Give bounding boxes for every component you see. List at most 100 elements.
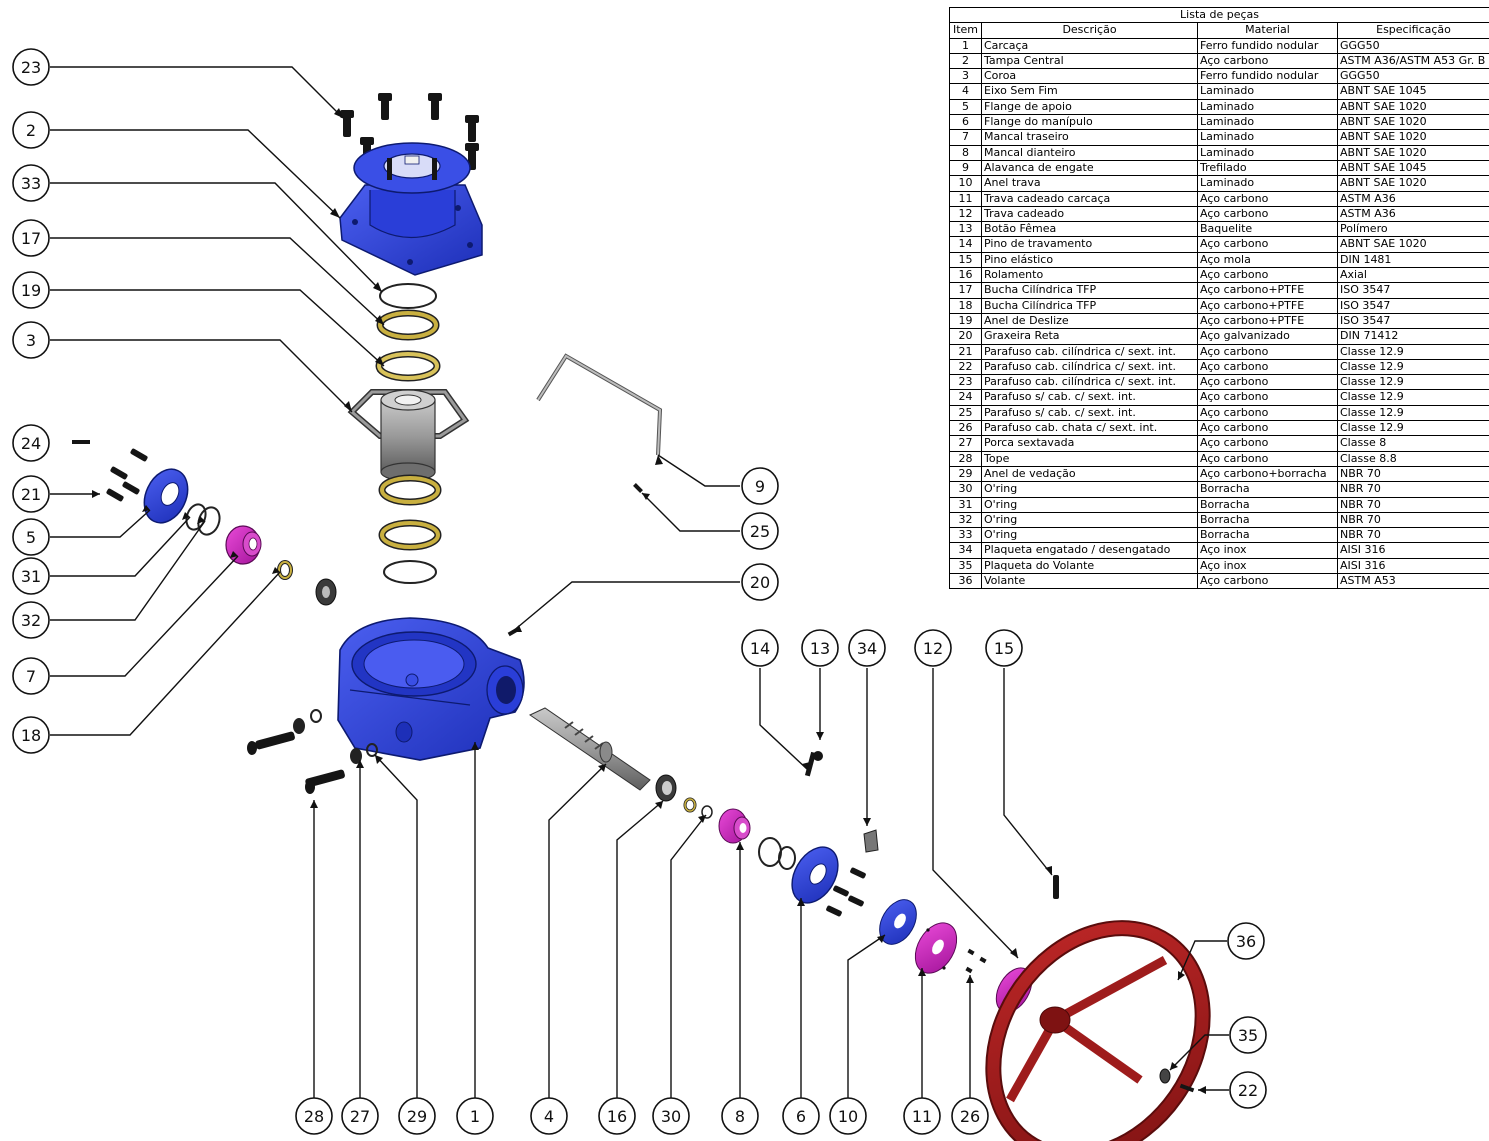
balloon-circle xyxy=(985,629,1023,667)
bearing-16 xyxy=(655,774,677,802)
balloon-27: 27 xyxy=(341,1097,379,1135)
item-material: Laminado xyxy=(1197,83,1338,100)
set-screw-25 xyxy=(633,483,643,493)
item-description: Pino de travamento xyxy=(981,236,1198,253)
balloon-19: 19 xyxy=(12,271,50,309)
balloon-number: 4 xyxy=(544,1107,554,1126)
item-specification: Classe 12.9 xyxy=(1336,343,1489,360)
balloon-circle xyxy=(741,512,779,550)
balloon-31: 31 xyxy=(12,557,50,595)
stop-bolts-28 xyxy=(247,731,345,794)
item-specification: ABNT SAE 1020 xyxy=(1336,175,1489,192)
item-specification: ABNT SAE 1020 xyxy=(1336,144,1489,161)
item-material: Laminado xyxy=(1197,114,1338,131)
balloon-number: 2 xyxy=(26,121,36,140)
item-number: 9 xyxy=(949,159,982,177)
item-description: Anel de Deslize xyxy=(981,312,1198,330)
item-description: Anel trava xyxy=(981,175,1198,192)
support-flange-5 xyxy=(143,468,189,524)
balloon-circle xyxy=(12,424,50,462)
item-specification: Classe 12.9 xyxy=(1336,358,1489,376)
item-number: 35 xyxy=(949,557,982,574)
item-material: Aço carbono xyxy=(1197,435,1338,452)
front-bearing-8 xyxy=(718,808,751,844)
item-description: Anel de vedação xyxy=(981,465,1198,483)
handwheel-nameplate-35 xyxy=(1159,1068,1171,1084)
item-material: Aço carbono xyxy=(1197,420,1338,437)
balloon-circle xyxy=(398,1097,436,1135)
balloon-12: 12 xyxy=(914,629,952,667)
balloon-number: 36 xyxy=(1236,932,1256,951)
balloon-number: 32 xyxy=(21,611,41,630)
item-specification: Classe 12.9 xyxy=(1336,389,1489,406)
item-number: 8 xyxy=(949,144,982,161)
balloon-circle xyxy=(741,563,779,601)
item-description: Parafuso cab. cilíndrica c/ sext. int. xyxy=(981,374,1198,391)
rear-bearing-7 xyxy=(225,525,262,565)
balloon-number: 10 xyxy=(838,1107,858,1126)
item-description: Parafuso cab. cilíndrica c/ sext. int. xyxy=(981,343,1198,360)
item-number: 17 xyxy=(949,282,982,299)
item-number: 27 xyxy=(949,435,982,452)
balloon-number: 1 xyxy=(470,1107,480,1126)
item-specification: AISI 316 xyxy=(1336,542,1489,559)
balloon-circle xyxy=(652,1097,690,1135)
handle-flange-6 xyxy=(791,846,839,904)
item-description: O'ring xyxy=(981,496,1198,513)
item-description: Parafuso cab. cilíndrica c/ sext. int. xyxy=(981,358,1198,376)
item-number: 11 xyxy=(949,190,982,207)
balloon-30: 30 xyxy=(652,1097,690,1135)
balloon-34: 34 xyxy=(848,629,886,667)
item-number: 24 xyxy=(949,389,982,406)
padlock-plate-11 xyxy=(914,922,958,974)
crown-gear-3 xyxy=(347,389,470,482)
slide-ring-19 xyxy=(375,350,441,382)
balloon-number: 17 xyxy=(21,229,41,248)
housing-1 xyxy=(337,617,525,761)
balloon-25: 25 xyxy=(741,512,779,550)
lock-ring-10 xyxy=(879,899,917,945)
item-description: Mancal traseiro xyxy=(981,129,1198,146)
parts-list-title: Lista de peças xyxy=(948,6,1489,24)
nuts-27 xyxy=(293,718,362,764)
item-description: Graxeira Reta xyxy=(981,328,1198,345)
spring-pin-15 xyxy=(1053,875,1059,899)
item-material: Aço carbono+PTFE xyxy=(1197,312,1338,330)
balloon-11: 11 xyxy=(903,1097,941,1135)
balloon-2: 2 xyxy=(12,111,50,149)
item-description: Trava cadeado carcaça xyxy=(981,190,1198,207)
item-number: 26 xyxy=(949,420,982,437)
balloon-35: 35 xyxy=(1229,1016,1267,1054)
balloon-number: 20 xyxy=(750,573,770,592)
balloon-number: 25 xyxy=(750,522,770,541)
item-specification: NBR 70 xyxy=(1336,465,1489,483)
balloon-13: 13 xyxy=(801,629,839,667)
balloon-number: 3 xyxy=(26,331,36,350)
item-material: Laminado xyxy=(1197,144,1338,161)
item-description: Plaqueta do Volante xyxy=(981,557,1198,574)
o-ring-33 xyxy=(379,283,437,309)
item-description: O'ring xyxy=(981,527,1198,544)
bearing-rear xyxy=(315,578,337,606)
balloon-circle xyxy=(12,716,50,754)
balloon-3: 3 xyxy=(12,321,50,359)
balloon-circle xyxy=(829,1097,867,1135)
balloon-number: 28 xyxy=(304,1107,324,1126)
balloon-circle xyxy=(12,321,50,359)
balloon-number: 23 xyxy=(21,58,41,77)
item-description: Porca sextavada xyxy=(981,435,1198,452)
balloon-circle xyxy=(12,111,50,149)
item-material: Baquelite xyxy=(1197,221,1338,238)
